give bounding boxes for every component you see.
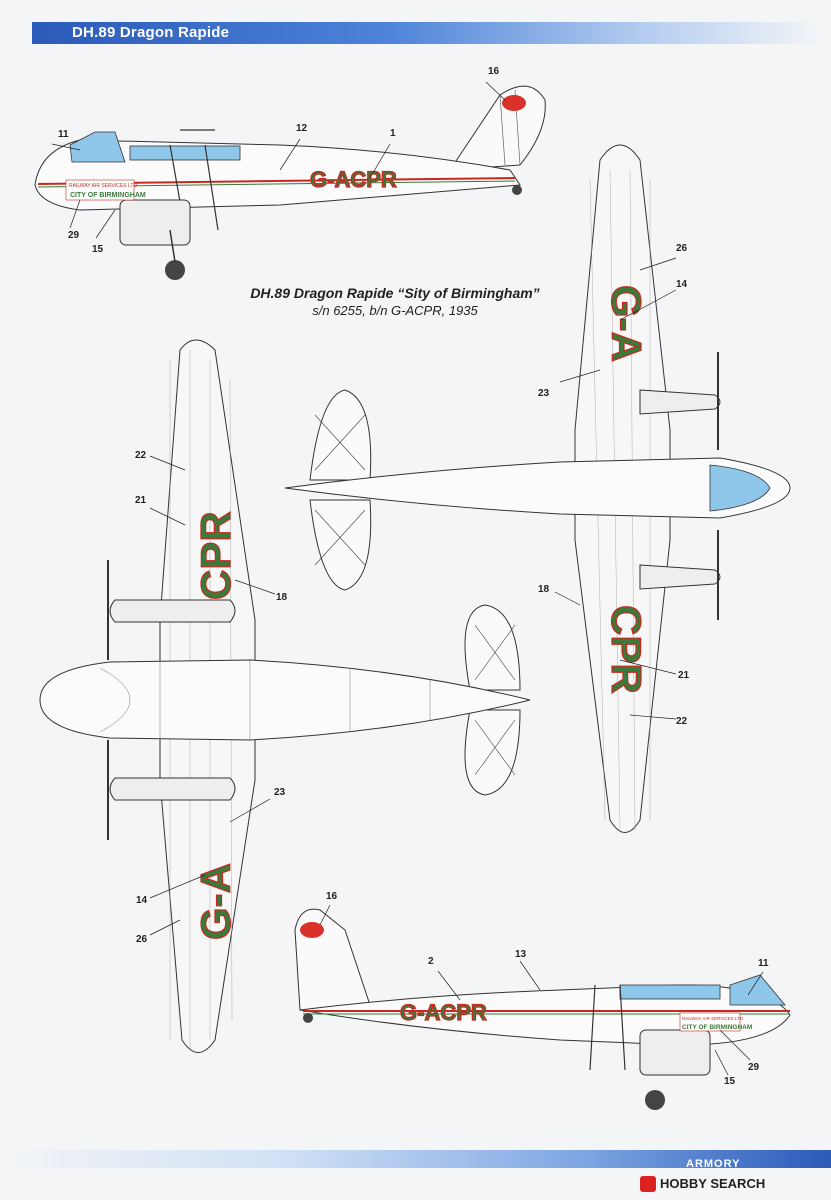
callout-16: 16 — [488, 66, 500, 77]
callout-23: 23 — [538, 388, 550, 399]
aircraft-caption-subtitle: s/n 6255, b/n G-ACPR, 1935 — [312, 303, 478, 318]
callout-12: 12 — [296, 123, 308, 134]
callout-1: 1 — [390, 128, 396, 139]
callout-29: 29 — [68, 230, 80, 241]
plan-view-lower — [39, 339, 531, 1053]
callout-26: 26 — [136, 934, 148, 945]
rms-emblem-icon — [502, 95, 526, 111]
badge-top-line: RAILWAY AIR SERVICES LTD — [69, 183, 137, 189]
callout-21: 21 — [135, 495, 147, 506]
publisher-logo: ARMORY — [686, 1158, 741, 1170]
callout-15: 15 — [92, 244, 104, 255]
callout-22: 22 — [135, 450, 147, 461]
callout-29: 29 — [748, 1062, 760, 1073]
callout-14: 14 — [136, 895, 148, 906]
hobby-search-logo-icon — [640, 1176, 656, 1192]
aircraft-caption-title: DH.89 Dragon Rapide “Sity of Birmingham” — [250, 285, 540, 301]
badge-bottom-line: CITY OF BIRMINGHAM — [682, 1024, 752, 1031]
tail-wheel-icon — [303, 1013, 313, 1023]
side-view-top — [34, 85, 546, 280]
main-wheel-icon — [645, 1090, 665, 1110]
header-banner: DH.89 Dragon Rapide — [32, 22, 822, 44]
page-title: DH.89 Dragon Rapide — [72, 24, 230, 41]
rms-emblem-icon — [300, 922, 324, 938]
wing-registration-part2-lower: CPR — [192, 511, 239, 600]
callout-11: 11 — [758, 958, 769, 969]
footer-banner — [0, 1150, 831, 1168]
wing-registration-part1-upper: G-A — [603, 285, 650, 362]
callout-16: 16 — [326, 891, 338, 902]
fuselage-registration-top: G-ACPR — [310, 167, 397, 192]
callout-14: 14 — [676, 279, 688, 290]
callout-26: 26 — [676, 243, 688, 254]
callout-22: 22 — [676, 716, 688, 727]
plan-view-upper — [284, 144, 791, 833]
callout-18: 18 — [276, 592, 288, 603]
badge-top-line: RAILWAY AIR SERVICES LTD — [682, 1016, 744, 1021]
callout-15: 15 — [724, 1076, 736, 1087]
callout-13: 13 — [515, 949, 527, 960]
callout-18: 18 — [538, 584, 550, 595]
callout-2: 2 — [428, 956, 434, 967]
main-wheel-icon — [165, 260, 185, 280]
callout-11: 11 — [58, 129, 69, 140]
callout-23: 23 — [274, 787, 286, 798]
wing-registration-part1-lower: G-A — [192, 863, 239, 940]
callout-21: 21 — [678, 670, 690, 681]
wing-registration-part2-upper: CPR — [603, 605, 650, 694]
watermark-text: HOBBY SEARCH — [660, 1176, 766, 1191]
badge-bottom-line: CITY OF BIRMINGHAM — [70, 192, 146, 199]
tail-wheel-icon — [512, 185, 522, 195]
side-view-bottom — [294, 908, 791, 1110]
fuselage-registration-bottom: G-ACPR — [400, 1000, 487, 1025]
